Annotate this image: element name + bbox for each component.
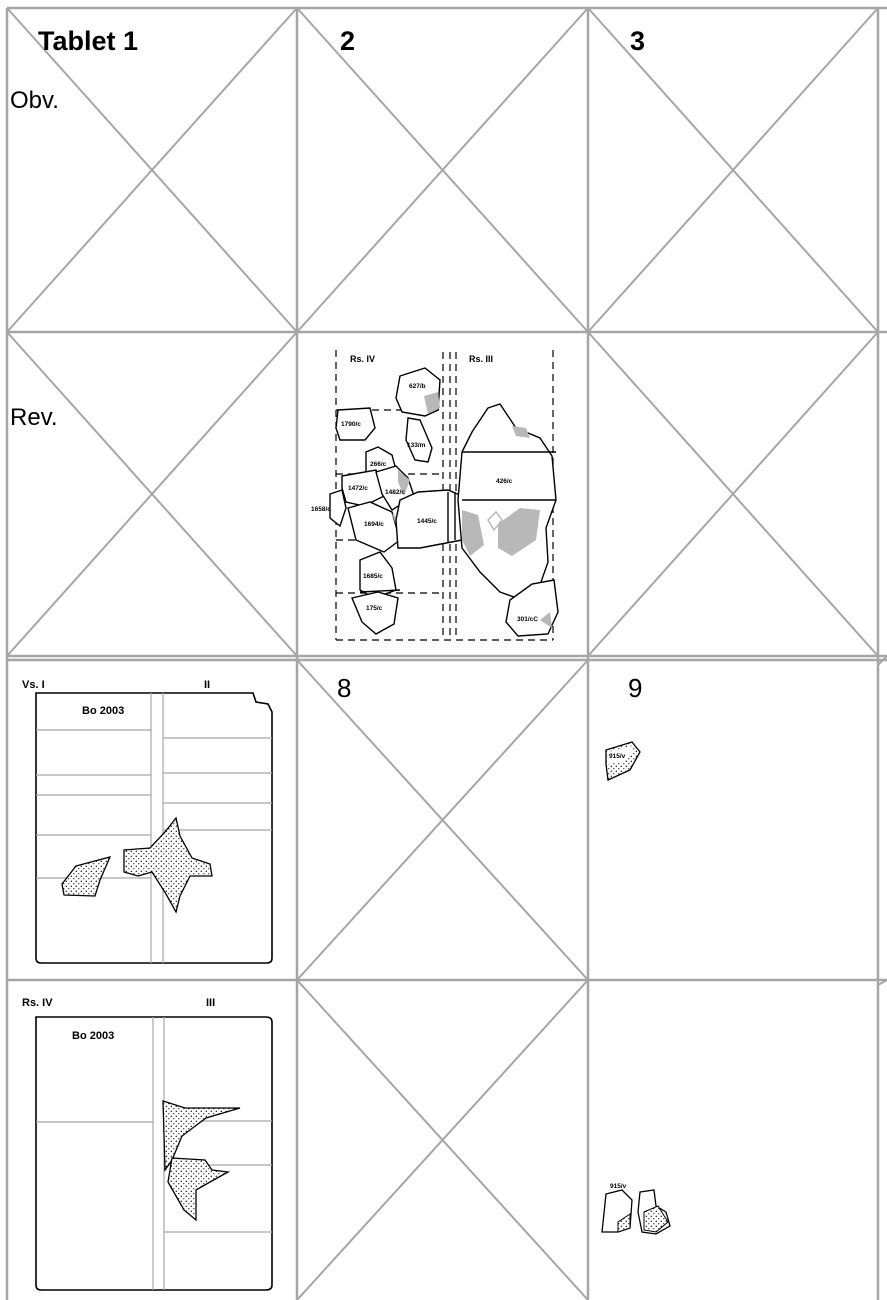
cell-number-9: 9 xyxy=(628,673,642,703)
label-426c: 426/c xyxy=(496,478,513,485)
rev-join-drawing: Rs. IV Rs. III xyxy=(306,340,582,652)
rs-excavation-label: Bo 2003 xyxy=(72,1030,114,1042)
rev-column-rs-iv: Rs. IV xyxy=(350,354,375,364)
vs-reconstruction-drawing: Vs. I II Bo 2003 xyxy=(10,664,295,978)
label-1658c: 1658/c xyxy=(311,506,331,513)
column-3-header: 3 xyxy=(630,26,645,56)
rs-column-iii: III xyxy=(206,997,215,1009)
cell-number-8: 8 xyxy=(337,673,351,703)
reverse-label: Rev. xyxy=(10,404,58,431)
vs-column-ii: II xyxy=(204,679,210,691)
tablet-1-header: Tablet 1 xyxy=(38,26,138,56)
column-2-header: 2 xyxy=(340,26,355,56)
label-1472c: 1472/c xyxy=(348,485,368,492)
rs-reconstruction-drawing: Rs. IV III Bo 2003 xyxy=(10,984,295,1298)
label-1482c: 1482/c xyxy=(385,489,405,496)
rev-column-rs-iii: Rs. III xyxy=(469,354,493,364)
vs-column-vs-i: Vs. I xyxy=(22,679,45,691)
label-1694c: 1694/c xyxy=(364,521,384,528)
fragment-915v-upper-label: 915/v xyxy=(609,753,626,760)
rs-column-rs-iv: Rs. IV xyxy=(22,997,53,1009)
vs-excavation-label: Bo 2003 xyxy=(82,705,124,717)
label-1685c: 1685/c xyxy=(363,573,383,580)
fragment-915v-obverse: 915/v xyxy=(606,742,640,780)
label-266c: 266/c xyxy=(370,461,387,468)
fragment-915v-reverse: 915/v xyxy=(602,1183,670,1234)
obverse-label: Obv. xyxy=(10,87,59,114)
label-627b: 627/b xyxy=(409,383,426,390)
label-1445c: 1445/c xyxy=(417,518,437,525)
label-301cC: 301/cC xyxy=(517,616,538,623)
fragment-915v-lower-label: 915/v xyxy=(610,1183,627,1190)
label-175c: 175/c xyxy=(366,605,383,612)
label-133m: 133/m xyxy=(407,442,426,449)
label-1790c: 1790/c xyxy=(341,421,361,428)
